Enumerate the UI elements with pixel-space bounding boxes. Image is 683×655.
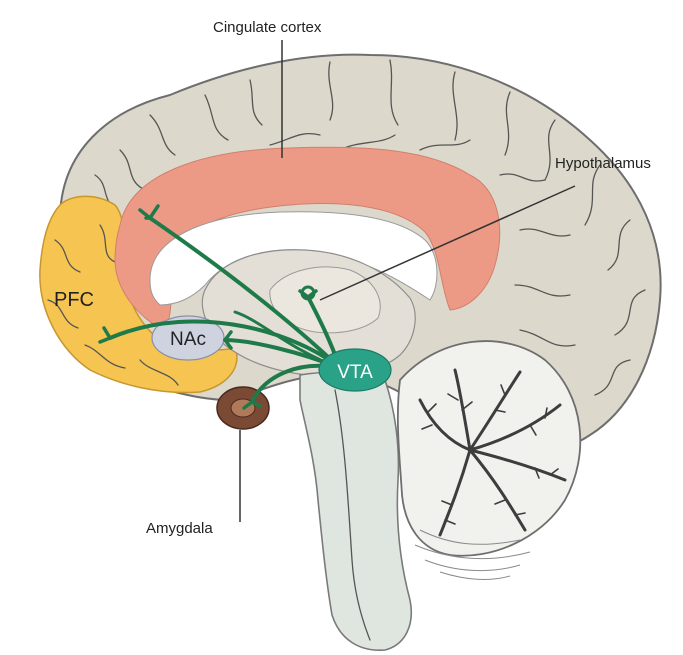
nac-label: NAc — [170, 329, 206, 350]
vta-label: VTA — [337, 362, 373, 383]
hypothalamus-label: Hypothalamus — [555, 155, 651, 172]
amygdala-label: Amygdala — [146, 520, 213, 537]
pfc-label: PFC — [54, 289, 94, 311]
cerebellum — [398, 341, 580, 579]
brainstem — [300, 372, 411, 650]
cingulate-cortex-label: Cingulate cortex — [213, 19, 322, 36]
